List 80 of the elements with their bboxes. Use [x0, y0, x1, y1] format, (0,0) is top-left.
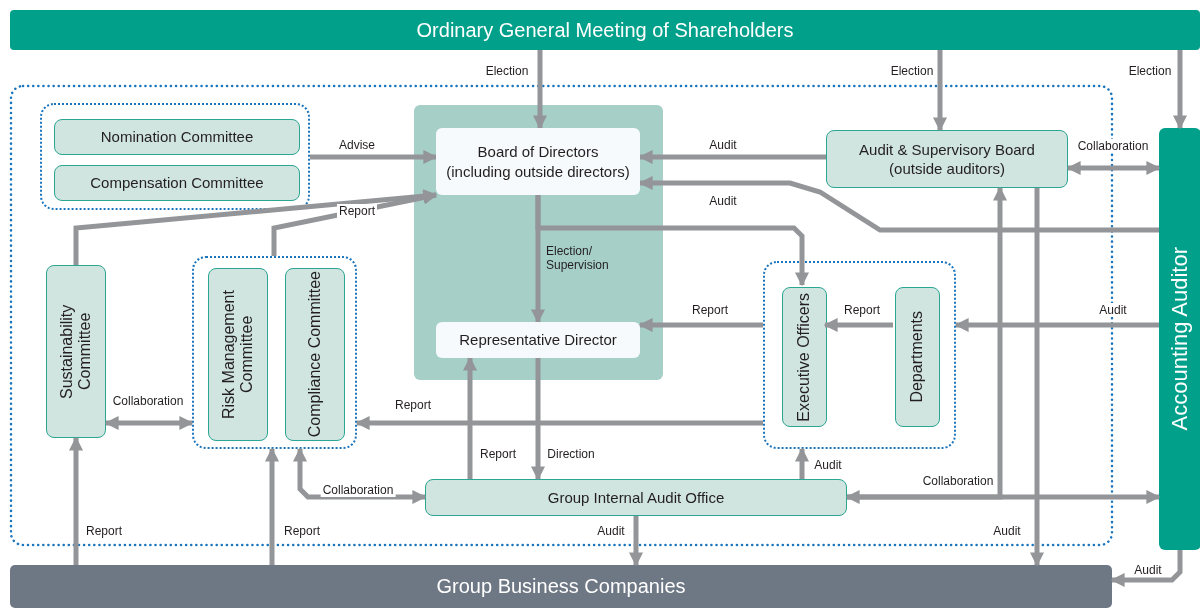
edge-label: Audit: [595, 524, 627, 538]
arrow: [310, 150, 438, 164]
box-label: Risk Management Committee: [219, 289, 256, 421]
arrow: [933, 50, 947, 132]
arrow: [638, 318, 763, 332]
edge-label: Collaboration: [1075, 139, 1151, 153]
group-outline: [40, 103, 310, 210]
box-label: Sustainability Committee: [57, 303, 94, 401]
box-label: Representative Director: [459, 330, 617, 350]
edge-label: Report: [842, 303, 882, 317]
edge-label: Direction: [545, 447, 597, 461]
arrow: [104, 416, 194, 430]
committee-box: [285, 268, 345, 441]
arrow: [1030, 188, 1044, 567]
group-outline: [763, 261, 956, 449]
arrow: [629, 516, 643, 567]
group-outline: [192, 256, 357, 449]
box-label: Accounting Auditor: [1167, 247, 1193, 431]
box-label: Group Business Companies: [436, 575, 686, 598]
box-label: Group Internal Audit Office: [547, 487, 725, 508]
arrow: [531, 358, 545, 481]
board-box: [436, 128, 640, 195]
arrow: [638, 150, 826, 164]
header-bar: [10, 10, 1200, 50]
edge-label: Report: [393, 398, 433, 412]
edge-label: Report: [337, 204, 377, 218]
arrow: [954, 318, 1159, 332]
edge-label: Audit: [991, 524, 1023, 538]
committee-box: [54, 119, 300, 155]
edge-label: Collaboration: [920, 474, 996, 488]
box-label: Ordinary General Meeting of Shareholders: [416, 18, 794, 42]
board-box: [826, 130, 1068, 188]
box-label: Compliance Committee: [305, 271, 324, 438]
edge-label: Audit: [707, 138, 739, 152]
committee-box: [208, 268, 268, 441]
arrow: [293, 447, 427, 504]
arrow: [638, 176, 1159, 233]
arrow: [69, 436, 83, 565]
edge-label: Election: [1126, 64, 1174, 78]
edge-label: Audit: [812, 458, 844, 472]
committee-box: [46, 265, 106, 438]
arrow: [795, 447, 809, 479]
edge-label: Audit: [1132, 563, 1164, 577]
edge-label: Report: [478, 447, 518, 461]
officers-box: [782, 287, 827, 427]
box-label: Compensation Committee: [90, 173, 264, 193]
committee-box: [54, 165, 300, 201]
arrow: [463, 356, 477, 479]
office-box: [425, 479, 847, 516]
edge-label: Audit: [1097, 303, 1129, 317]
edge-label: Advise: [337, 138, 377, 152]
arrow: [1110, 550, 1183, 587]
box-label: Executive Officers: [795, 292, 814, 422]
edge-label: Collaboration: [110, 394, 186, 408]
box-label: (outside auditors): [889, 159, 1005, 179]
arrow: [535, 195, 809, 287]
arrow: [847, 186, 1007, 500]
arrow: [823, 318, 893, 332]
box-label: Audit & Supervisory Board: [859, 139, 1035, 159]
box-label: Nomination Committee: [100, 127, 254, 147]
edge-label: Election: [888, 64, 936, 78]
auditor-bar: [1159, 128, 1200, 550]
arrow: [1066, 161, 1161, 175]
arrow: [533, 50, 547, 130]
edge-label: Report: [690, 303, 730, 317]
edge-label: Audit: [707, 194, 739, 208]
edge-label: Collaboration: [320, 483, 396, 497]
box-label: Departments: [908, 311, 927, 403]
arrow: [355, 416, 763, 430]
arrow: [265, 447, 279, 565]
edge-label: Report: [282, 524, 322, 538]
arrow: [1173, 50, 1187, 130]
companies-bar: [10, 565, 1112, 608]
box-label: Board of Directors: [477, 142, 599, 162]
departments-box: [895, 287, 940, 427]
edge-label: Election: [483, 64, 531, 78]
edge-label: Report: [84, 524, 124, 538]
box-label: (including outside directors): [446, 161, 630, 181]
director-box: [436, 322, 640, 358]
management-panel: [414, 105, 663, 380]
